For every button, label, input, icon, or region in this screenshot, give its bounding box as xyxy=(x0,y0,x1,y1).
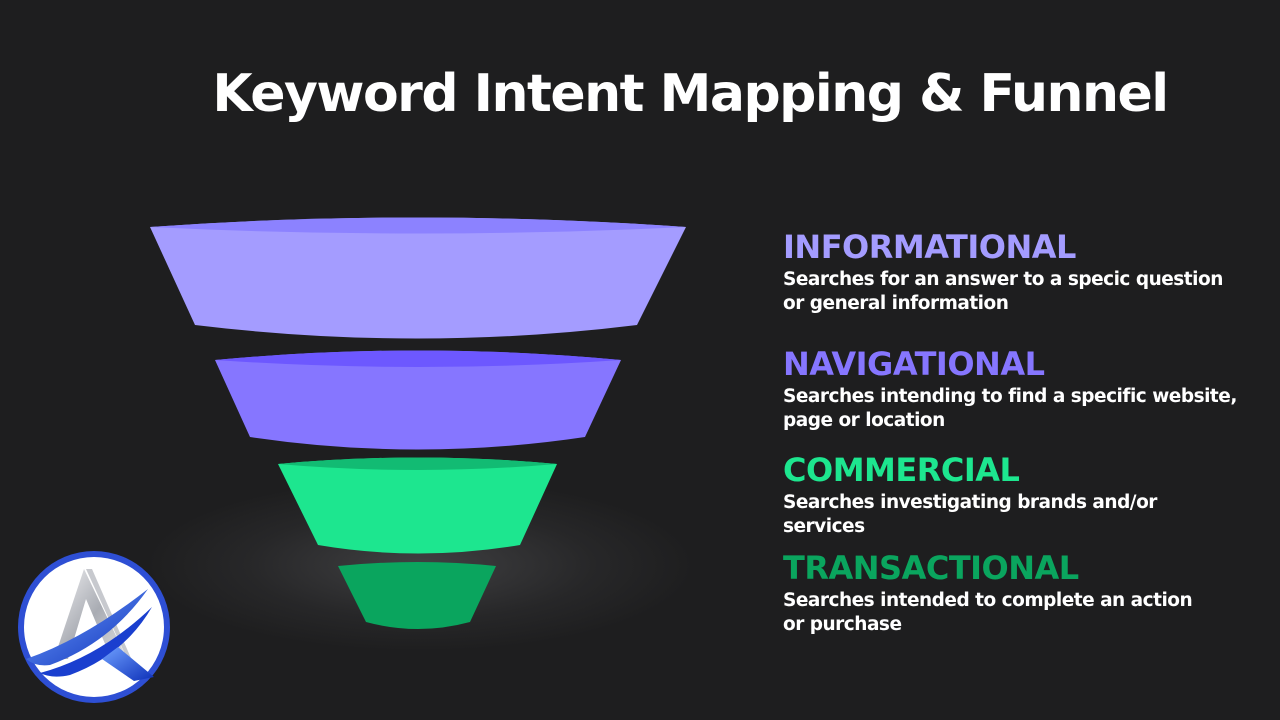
stage-title-commercial: COMMERCIAL xyxy=(783,451,1020,489)
stage-title-informational: INFORMATIONAL xyxy=(783,228,1076,266)
stage-informational: INFORMATIONAL Searches for an answer to … xyxy=(783,228,1263,316)
stage-navigational: NAVIGATIONAL Searches intending to find … xyxy=(783,345,1263,433)
funnel-tier-navigational xyxy=(215,350,621,450)
funnel-tier-informational xyxy=(150,217,686,339)
funnel-tier-commercial xyxy=(278,457,557,554)
stage-transactional: TRANSACTIONAL Searches intended to compl… xyxy=(783,549,1263,637)
stage-title-transactional: TRANSACTIONAL xyxy=(783,549,1079,587)
funnel-tier-transactional xyxy=(338,562,496,629)
stage-description-transactional: Searches intended to complete an action … xyxy=(783,590,1193,635)
stage-title-navigational: NAVIGATIONAL xyxy=(783,345,1045,383)
stage-description-navigational: Searches intending to find a specific we… xyxy=(783,386,1237,431)
brand-logo-icon xyxy=(18,551,170,703)
page-title: Keyword Intent Mapping & Funnel xyxy=(212,64,1169,124)
stage-description-commercial: Searches investigating brands and/or ser… xyxy=(783,492,1157,537)
stage-description-informational: Searches for an answer to a specic quest… xyxy=(783,269,1223,314)
stage-commercial: COMMERCIAL Searches investigating brands… xyxy=(783,451,1263,539)
